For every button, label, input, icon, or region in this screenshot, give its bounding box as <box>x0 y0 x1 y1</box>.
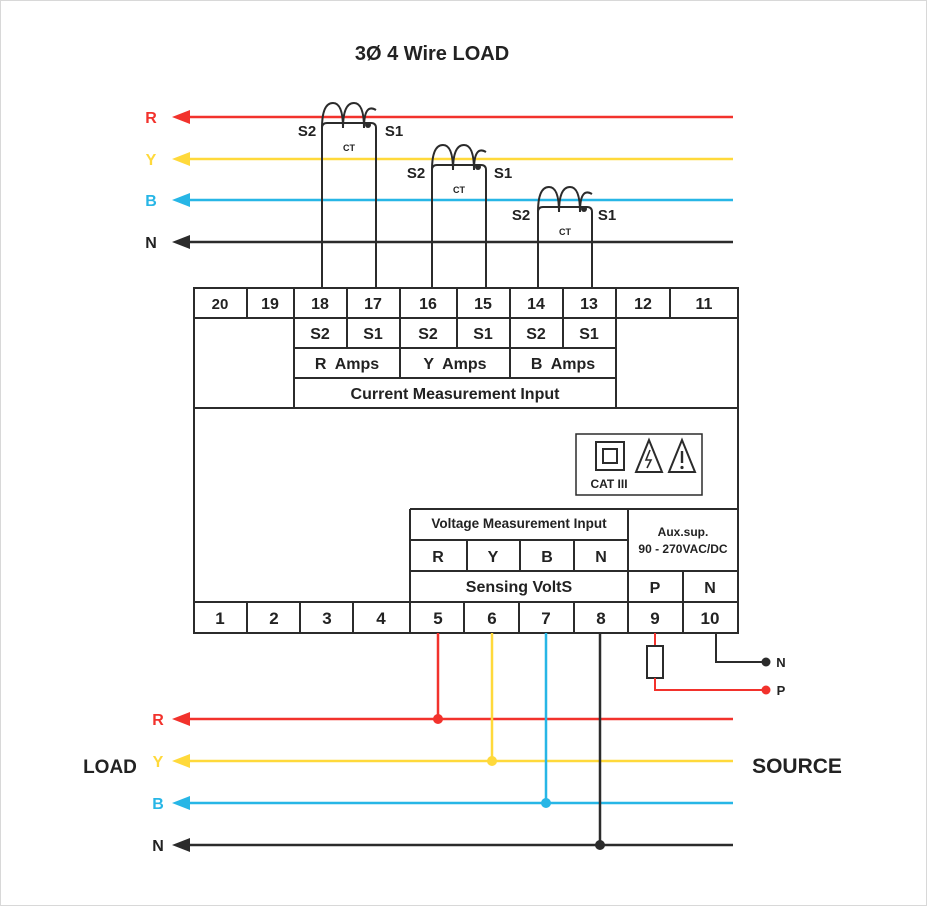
junction-n <box>595 840 605 850</box>
caution-warning-icon <box>667 437 697 473</box>
fuse-icon <box>646 645 664 679</box>
top-arrow-r <box>172 110 190 124</box>
s-label-16: S2 <box>418 326 438 343</box>
ct-y-coil-label: CT <box>453 185 465 195</box>
terminal-9: 9 <box>650 609 659 628</box>
s-label-15: S1 <box>473 326 493 343</box>
terminal-19: 19 <box>261 296 279 313</box>
ct-b-s1: S1 <box>598 207 616 224</box>
ct-b-s2: S2 <box>512 207 530 224</box>
sensing-volts-label: Sensing VoltS <box>466 579 573 596</box>
terminal-20: 20 <box>212 296 229 313</box>
terminal-3: 3 <box>322 609 331 628</box>
aux-supply-wires: N P <box>646 633 786 698</box>
terminal-11: 11 <box>696 296 713 313</box>
ct-r-coil-label: CT <box>343 143 355 153</box>
amps-label-r: R Amps <box>315 356 379 373</box>
bottom-terminal-numbers: 1 2 3 4 5 6 7 8 9 10 <box>215 609 719 628</box>
terminal-14: 14 <box>527 296 545 313</box>
cat-iii-box: CAT III <box>575 433 703 496</box>
terminal-17: 17 <box>364 296 382 313</box>
aux-p-out-label: P <box>777 683 786 698</box>
top-label-n: N <box>145 235 157 252</box>
current-s-labels: S2 S1 S2 S1 S2 S1 <box>310 326 599 343</box>
bottom-label-r: R <box>152 712 164 729</box>
bottom-phase-lines: R Y B N <box>152 712 733 855</box>
load-label: LOAD <box>83 757 137 778</box>
terminal-4: 4 <box>376 609 386 628</box>
ct-r: CT S2 S1 <box>298 101 403 288</box>
terminal-10: 10 <box>701 609 720 628</box>
voltage-phase-y: Y <box>488 549 499 566</box>
terminal-8: 8 <box>596 609 605 628</box>
top-arrow-b <box>172 193 190 207</box>
bottom-arrow-r <box>172 712 190 726</box>
voltage-phase-b: B <box>541 549 553 566</box>
electric-shock-warning-icon <box>634 437 664 473</box>
bottom-label-y: Y <box>153 754 164 771</box>
bottom-arrow-y <box>172 754 190 768</box>
top-terminal-numbers: 20 19 18 17 16 15 14 13 12 11 <box>212 296 713 313</box>
terminal-13: 13 <box>580 296 598 313</box>
amps-label-y: Y Amps <box>423 356 486 373</box>
top-label-r: R <box>145 110 157 127</box>
junction-r <box>433 714 443 724</box>
top-arrow-n <box>172 235 190 249</box>
diagram-title: 3Ø 4 Wire LOAD <box>355 43 509 65</box>
aux-supply-range: 90 - 270VAC/DC <box>638 542 727 556</box>
terminal-15: 15 <box>474 296 492 313</box>
bottom-label-n: N <box>152 838 164 855</box>
terminal-6: 6 <box>487 609 496 628</box>
aux-phase-n: N <box>704 580 716 597</box>
aux-n-terminal-dot <box>761 657 771 667</box>
aux-p-terminal-dot <box>761 685 771 695</box>
junction-y <box>487 756 497 766</box>
top-label-y: Y <box>146 152 157 169</box>
terminal-1: 1 <box>215 609 224 628</box>
top-phase-lines: R Y B N <box>145 110 733 252</box>
aux-phase-p: P <box>650 580 661 597</box>
terminal-12: 12 <box>634 296 652 313</box>
voltage-phase-n: N <box>595 549 607 566</box>
aux-supply-title: Aux.sup. <box>658 525 709 539</box>
bottom-arrow-n <box>172 838 190 852</box>
voltage-phase-r: R <box>432 549 444 566</box>
voltage-sensing-wires <box>433 633 605 850</box>
ct-b-coil-label: CT <box>559 227 571 237</box>
s-label-17: S1 <box>363 326 383 343</box>
ct-b: CT S2 S1 <box>512 185 616 288</box>
cat-iii-label: CAT III <box>590 477 627 491</box>
ct-y-s1: S1 <box>494 165 512 182</box>
terminal-5: 5 <box>433 609 442 628</box>
s-label-13: S1 <box>579 326 599 343</box>
aux-n-out-label: N <box>776 655 785 670</box>
terminal-2: 2 <box>269 609 278 628</box>
s-label-18: S2 <box>310 326 330 343</box>
terminal-18: 18 <box>311 296 329 313</box>
double-insulation-icon <box>595 441 625 471</box>
ct-r-s1: S1 <box>385 123 403 140</box>
amps-label-b: B Amps <box>531 356 595 373</box>
ct-y: CT S2 S1 <box>407 143 512 288</box>
voltage-measurement-title: Voltage Measurement Input <box>431 516 607 531</box>
bottom-arrow-b <box>172 796 190 810</box>
top-label-b: B <box>145 193 157 210</box>
top-arrow-y <box>172 152 190 166</box>
junction-b <box>541 798 551 808</box>
current-measurement-title: Current Measurement Input <box>351 386 561 403</box>
ct-y-s2: S2 <box>407 165 425 182</box>
source-label: SOURCE <box>752 755 842 778</box>
bottom-label-b: B <box>152 796 164 813</box>
terminal-16: 16 <box>419 296 437 313</box>
meter-body <box>193 287 739 634</box>
terminal-7: 7 <box>541 609 550 628</box>
ct-r-s2: S2 <box>298 123 316 140</box>
s-label-14: S2 <box>526 326 546 343</box>
